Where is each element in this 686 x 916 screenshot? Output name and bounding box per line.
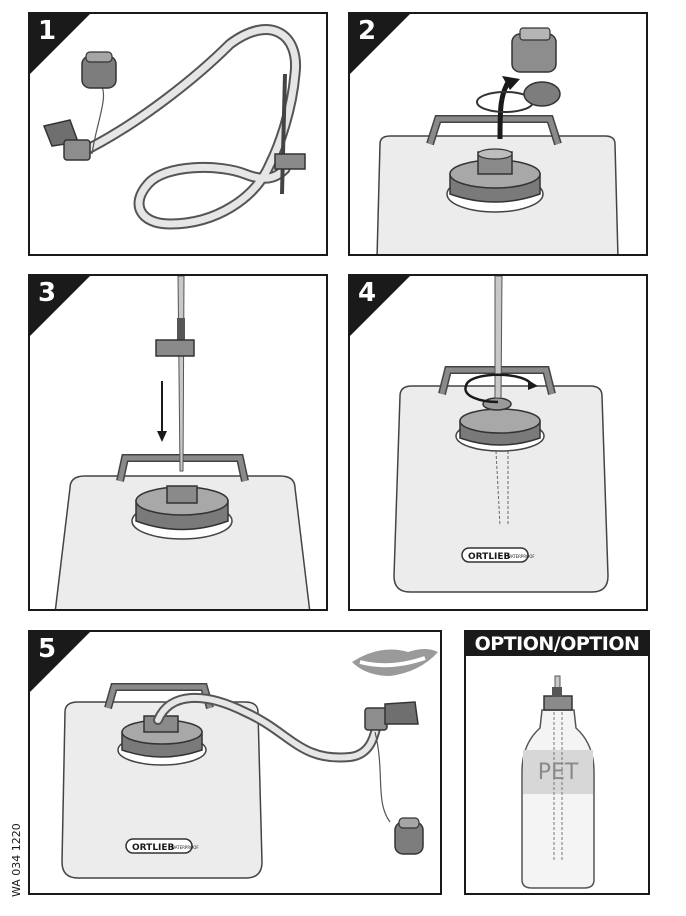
step-badge: 1 [30, 14, 90, 74]
step-badge: 4 [350, 276, 410, 336]
step-2-panel: 2 [348, 12, 648, 256]
hose-with-mouthpiece-illustration [42, 24, 306, 230]
option-panel: OPTION/OPTION PET [464, 630, 650, 895]
pet-bottle-illustration [521, 675, 595, 889]
logo-sub-text: WATERPROOF [507, 554, 535, 559]
option-title: OPTION/OPTION [466, 632, 648, 656]
logo-text: ORTLIEB [468, 552, 511, 562]
step-badge: 3 [30, 276, 90, 336]
ortlieb-logo [125, 838, 193, 854]
drinking-setup-illustration: ORTLIEB WATERPROOF [61, 649, 438, 879]
step-number: 1 [38, 16, 57, 46]
pet-label: PET [537, 760, 579, 785]
step-4-panel: ORTLIEB WATERPROOF 4 [348, 274, 648, 611]
insert-hose-illustration [54, 276, 311, 609]
step-badge: 2 [350, 14, 410, 74]
step-number: 5 [38, 634, 57, 664]
logo-text: ORTLIEB [132, 843, 175, 853]
ortlieb-logo [461, 547, 529, 563]
document-code: WA 034 1220 [10, 823, 23, 897]
unscrew-cap-illustration [376, 27, 619, 254]
step-number: 2 [358, 16, 377, 46]
logo-sub-text: WATERPROOF [171, 845, 199, 850]
step-badge: 5 [30, 632, 90, 692]
step-1-panel: 1 [28, 12, 328, 256]
tighten-adapter-illustration: ORTLIEB WATERPROOF [393, 276, 609, 593]
step-number: 3 [38, 278, 57, 308]
step-3-panel: 3 [28, 274, 328, 611]
step-number: 4 [358, 278, 377, 308]
step-5-panel: ORTLIEB WATERPROOF 5 [28, 630, 442, 895]
